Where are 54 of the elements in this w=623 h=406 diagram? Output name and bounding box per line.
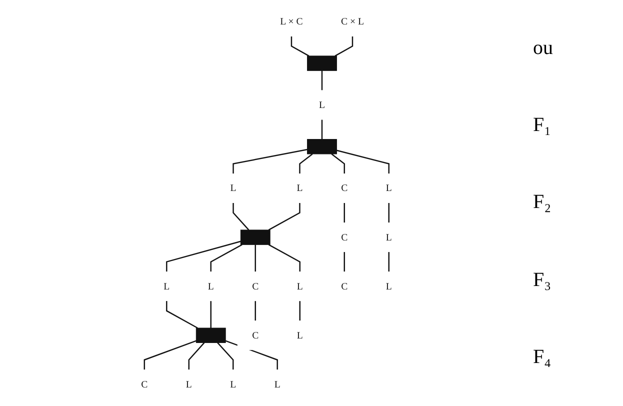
node-text: C (141, 378, 148, 390)
generation-label: F₁ (533, 114, 552, 138)
generation-label: ou (533, 37, 554, 60)
node-text: L (230, 182, 236, 194)
connector (166, 301, 198, 329)
connector (144, 340, 196, 370)
connector (388, 252, 390, 272)
connector (331, 154, 345, 174)
connector (290, 36, 310, 56)
connector (344, 252, 345, 272)
connector (188, 342, 205, 370)
generation-label: F₄ (533, 346, 552, 369)
connector (232, 148, 308, 174)
node-text: C (252, 280, 259, 292)
generation-label: F₂ (533, 191, 552, 214)
connector (321, 120, 323, 140)
connector (217, 342, 234, 370)
node-text: C (341, 232, 348, 243)
node-text: C (341, 280, 348, 292)
node-text: L (386, 280, 392, 292)
node-text: C (341, 182, 348, 194)
node-bar (307, 139, 337, 154)
node-bar (196, 328, 226, 343)
node-text: L (386, 182, 392, 194)
connector (268, 203, 300, 230)
node-text: L (296, 330, 303, 341)
connector (334, 36, 354, 56)
connector (210, 301, 212, 328)
node-text: L (386, 232, 392, 243)
node-text: L (274, 378, 280, 390)
connector (254, 301, 256, 321)
node-text: L (164, 280, 170, 292)
node-bar (307, 56, 337, 71)
node-text: L (296, 182, 303, 194)
node-text: C × L (341, 16, 364, 28)
node-text: L × C (280, 16, 303, 28)
generation-label: F₃ (533, 268, 552, 292)
connector (299, 154, 313, 174)
connector (210, 244, 242, 272)
connector (254, 244, 256, 272)
connector (299, 301, 300, 321)
node-text: L (208, 280, 214, 292)
connector (232, 203, 250, 230)
connector (268, 244, 300, 272)
node-text: L (318, 100, 325, 110)
connector (344, 203, 345, 223)
connector (388, 203, 390, 223)
node-text: L (186, 378, 192, 390)
node-text: L (296, 280, 303, 292)
connector (336, 150, 390, 174)
node-bar (240, 230, 270, 245)
connector (166, 240, 241, 272)
connector (321, 70, 323, 90)
node-text: L (230, 378, 236, 390)
